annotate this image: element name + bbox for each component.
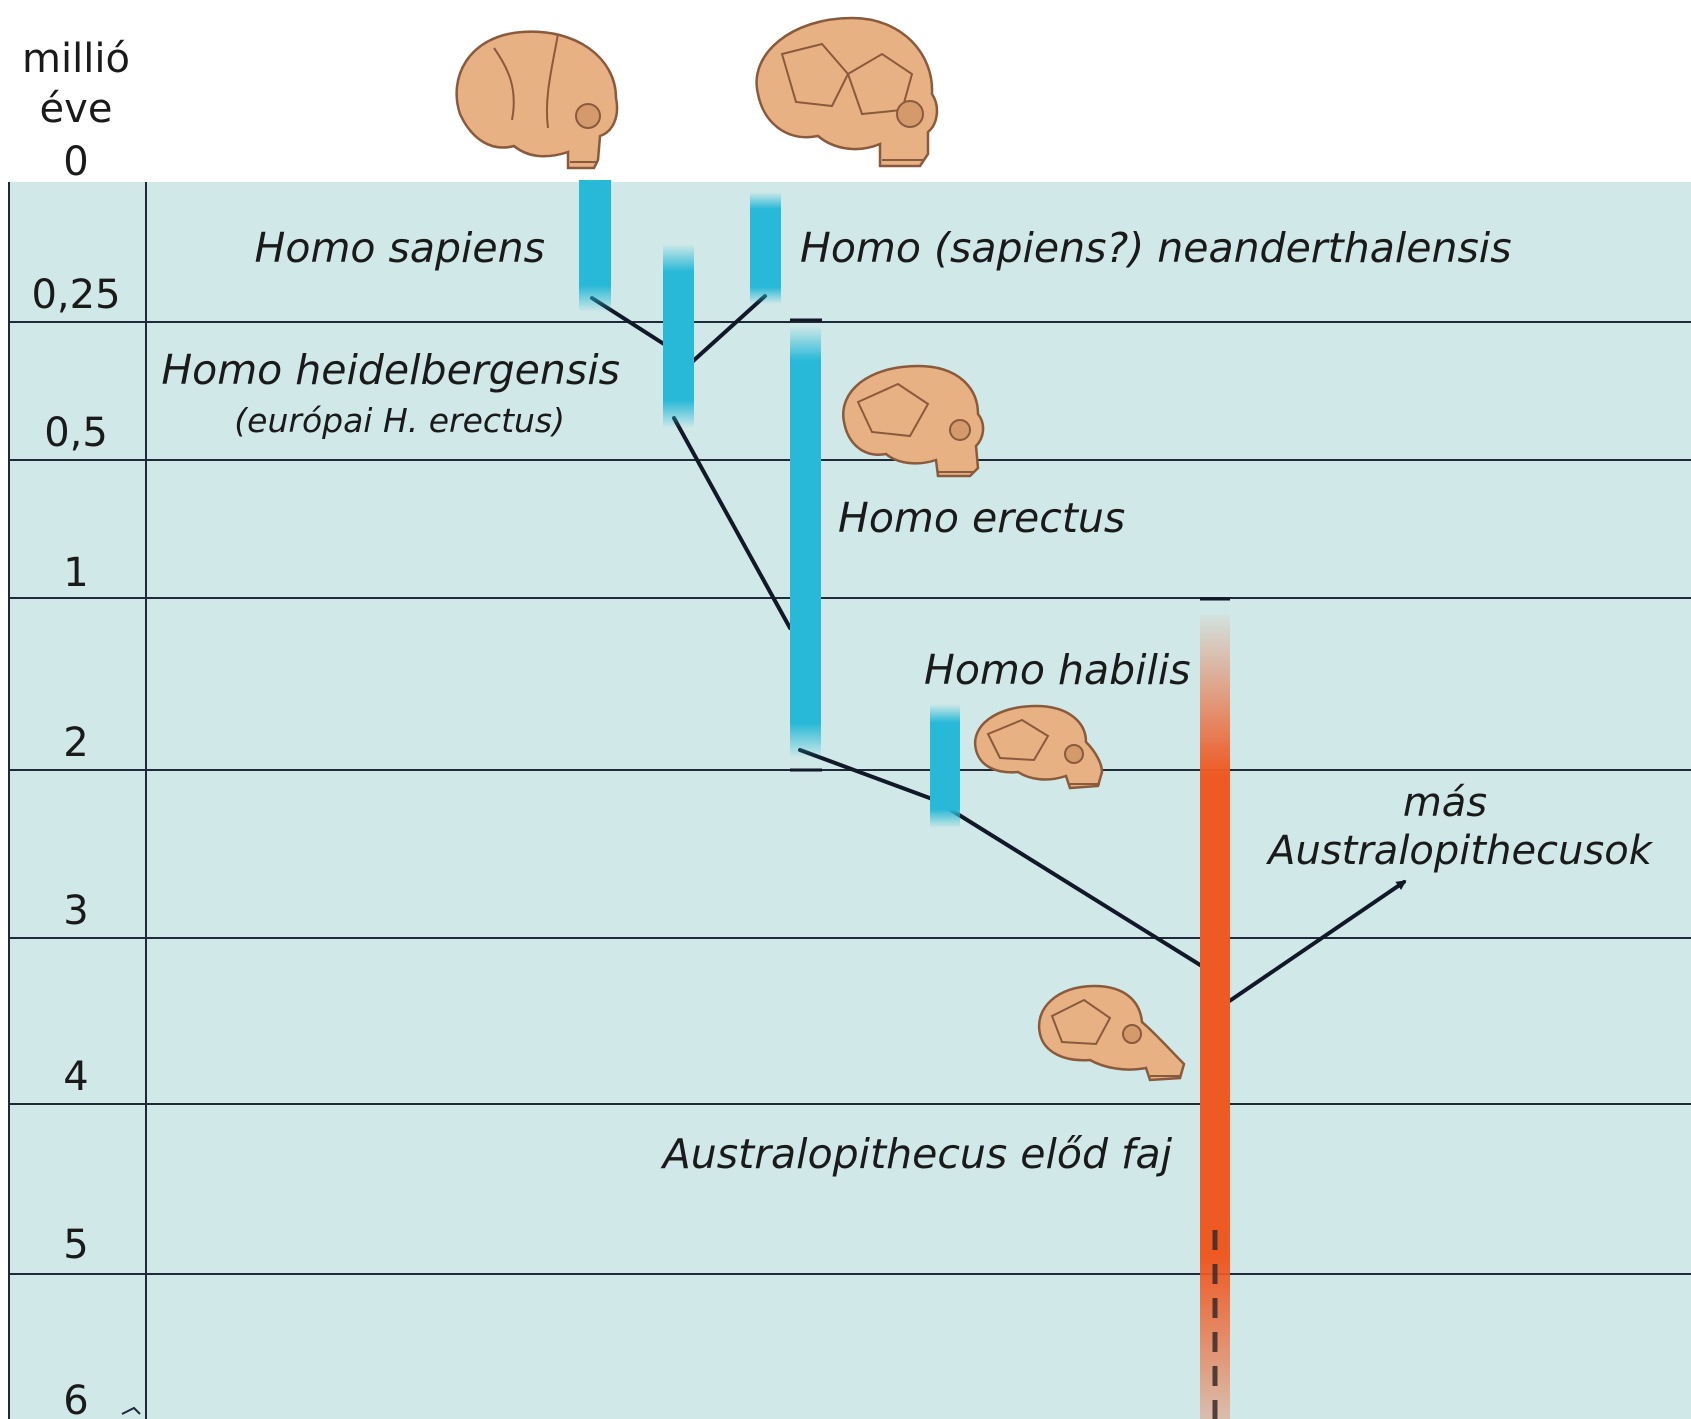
bar-homo-sapiens (579, 180, 611, 312)
axis-tick-0: 0 (63, 139, 88, 185)
bar-homo-habilis (930, 704, 960, 828)
skull-neanderthal-icon (757, 18, 937, 166)
axis-tick-6: 6 (63, 1378, 88, 1419)
label-homo-habilis: Homo habilis (924, 646, 1191, 694)
label-other-australopithecus-line1: más (1403, 780, 1487, 826)
label-other-australopithecus-line2: Australopithecusok (1265, 828, 1654, 874)
axis-unit-line1: millió (22, 36, 130, 82)
bar-homo-erectus (790, 326, 821, 758)
axis-tick-3: 3 (63, 888, 88, 934)
axis-tick-0-5: 0,5 (44, 410, 108, 456)
skull-sapiens-icon (457, 32, 617, 168)
axis-tick-2: 2 (63, 720, 88, 766)
bar-homo-heidelbergensis (663, 244, 694, 428)
axis-tick-5: 5 (63, 1222, 88, 1268)
axis-tick-1: 1 (63, 550, 88, 596)
axis-tick-0-25: 0,25 (31, 272, 120, 318)
axis-unit-line2: éve (40, 86, 113, 132)
label-australopithecus-ancestor: Australopithecus előd faj (660, 1130, 1173, 1178)
label-homo-neanderthalensis: Homo (sapiens?) neanderthalensis (800, 224, 1512, 272)
axis-tick-4: 4 (63, 1054, 88, 1100)
label-homo-heidelbergensis: Homo heidelbergensis (161, 346, 620, 394)
bar-homo-neanderthalensis (750, 192, 781, 304)
label-homo-sapiens: Homo sapiens (255, 224, 545, 272)
label-heidelbergensis-note: (európai H. erectus) (234, 401, 565, 440)
label-homo-erectus: Homo erectus (838, 494, 1125, 542)
